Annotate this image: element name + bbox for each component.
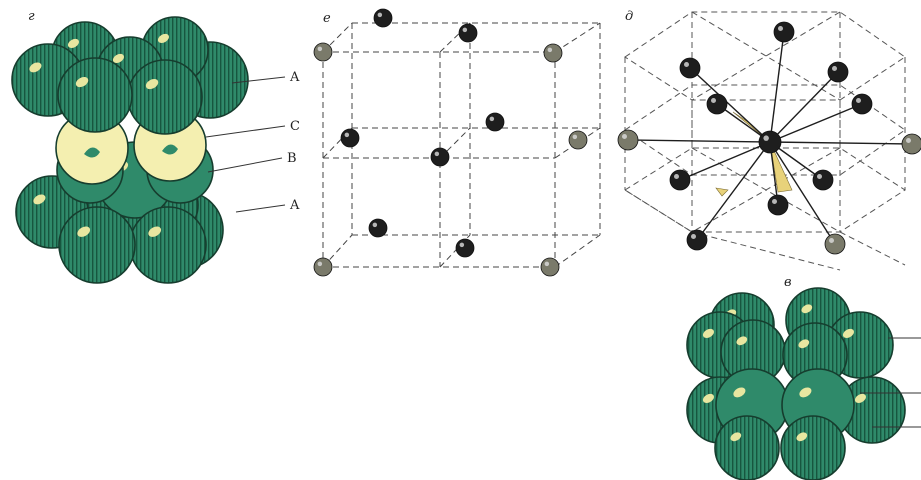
atom-d-8 [812,169,834,191]
wedge-small [715,187,729,197]
panel-e-atoms [313,8,588,277]
layer-label-a-top: A [289,70,300,85]
panel-g-leaders [205,76,286,213]
sphere-g-17 [129,206,207,284]
sphere-g-16 [57,57,133,133]
atom-e-0 [373,8,393,28]
atom-d-4 [851,93,873,115]
atom-e-3 [543,43,563,63]
atom-e-8 [368,218,388,238]
panel-v-letter: в [784,275,792,290]
panel-d-letter: д [625,9,633,24]
layer-label-a-bottom: A [289,198,300,213]
sphere-g-15 [127,59,203,135]
atom-d-0 [773,21,795,43]
atom-d-5 [617,129,639,151]
atom-e-6 [430,147,450,167]
atom-e-10 [313,257,333,277]
sphere-g-8 [55,111,129,185]
panel-v-leaders [860,337,921,428]
atom-d-6 [901,133,921,155]
panel-v: в [686,275,921,480]
atom-d-7 [669,169,691,191]
panel-d-wedges [715,111,793,197]
sphere-v-11 [780,415,846,480]
atom-d-10 [686,229,708,251]
panel-d: д [617,9,921,271]
wedge-lower [769,141,793,193]
panel-g-spheres [11,16,249,284]
atom-e-5 [485,112,505,132]
atom-e-1 [458,23,478,43]
layer-label-c: C [290,119,300,134]
atom-d-2 [827,61,849,83]
atom-d-11 [824,233,846,255]
atom-e-11 [540,257,560,277]
atom-e-9 [455,238,475,258]
panel-e: е [313,8,601,277]
atom-d-3 [706,93,728,115]
panel-d-bonds [627,31,913,245]
atom-e-2 [313,42,333,62]
panel-g: г A C B A [11,9,300,284]
atom-e-4 [340,128,360,148]
atom-d-1 [679,57,701,79]
panel-d-atoms [617,21,921,255]
panel-g-letter: г [28,9,35,24]
panel-e-letter: е [323,11,331,26]
atom-d-center [758,130,782,154]
sphere-g-18 [58,206,136,284]
sphere-v-10 [714,415,780,480]
layer-label-b: B [287,151,297,166]
atom-e-7 [568,130,588,150]
panel-v-spheres [686,287,906,480]
atom-d-9 [767,194,789,216]
